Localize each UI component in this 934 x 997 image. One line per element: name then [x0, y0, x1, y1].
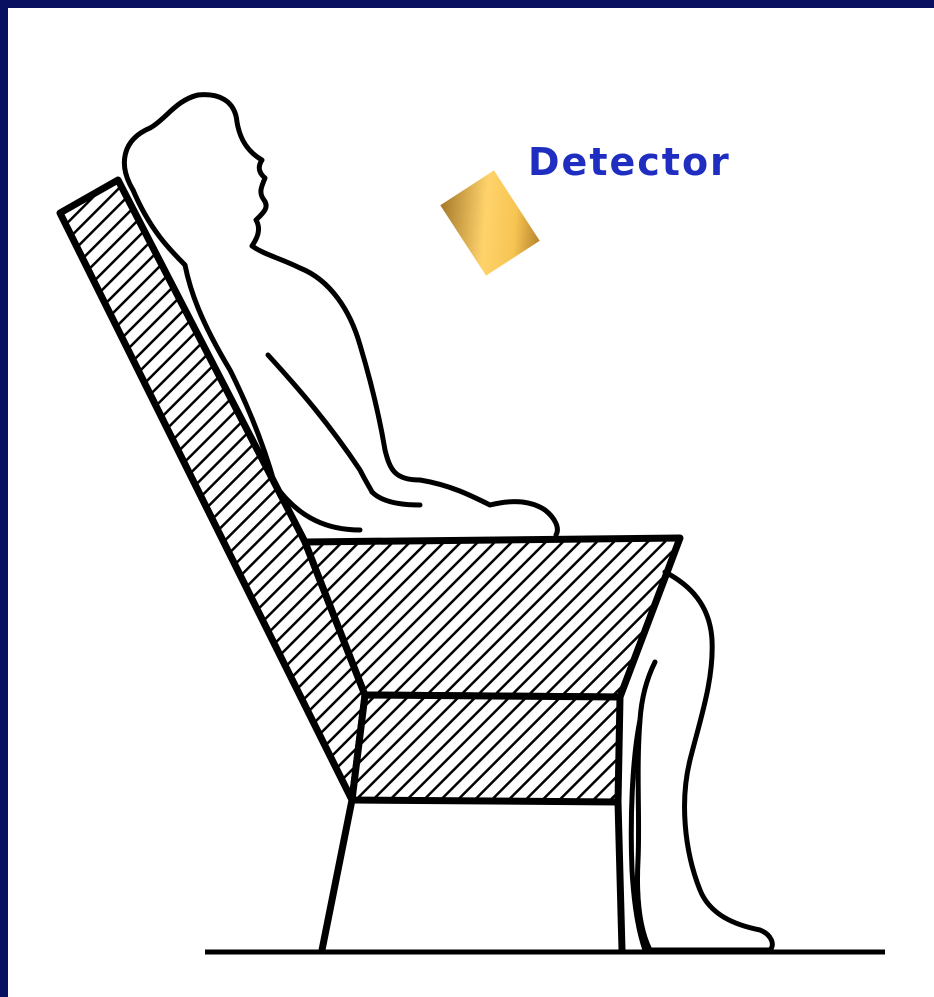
person-leg [638, 572, 773, 950]
person-arm [268, 355, 372, 492]
chair-seat [305, 538, 680, 697]
chair-front-leg [322, 800, 352, 950]
detector-label: Detector [528, 140, 731, 184]
person-hand [420, 480, 557, 535]
chair [60, 180, 680, 950]
detector [440, 170, 539, 275]
chair-back-leg [618, 802, 622, 950]
detector-block [440, 170, 539, 275]
chair-base [352, 695, 620, 802]
person-thigh [372, 492, 420, 505]
chair-backrest [60, 180, 365, 800]
